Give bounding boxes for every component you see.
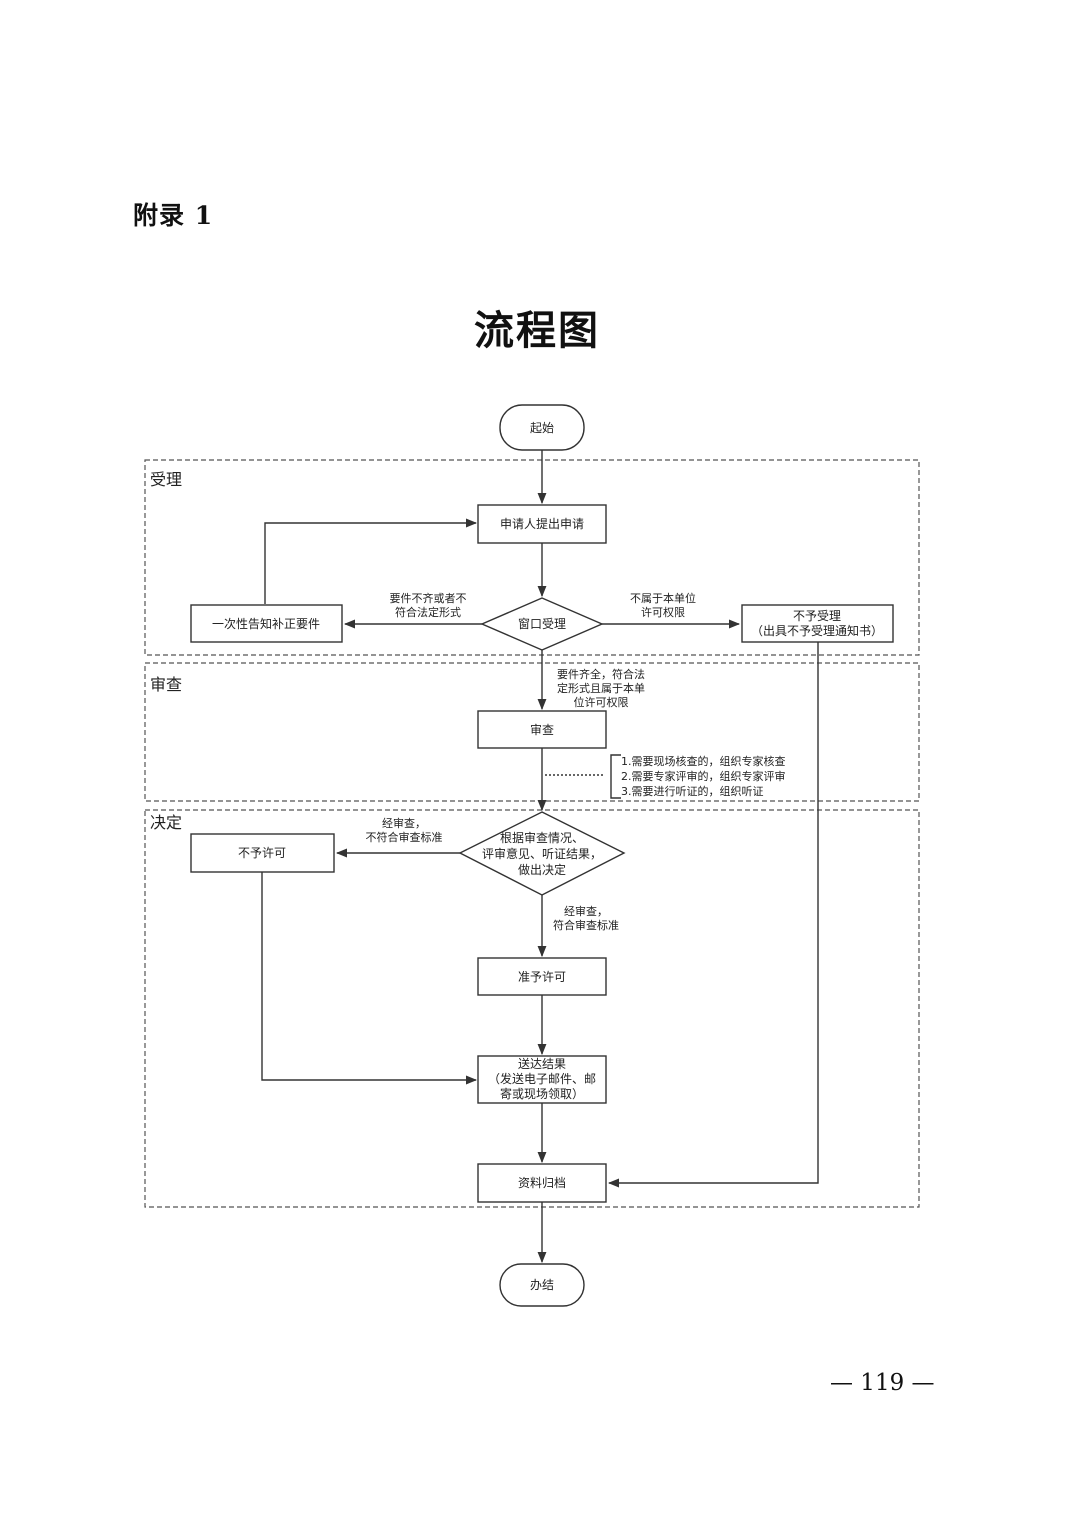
fail-label-2: 不符合审查标准 <box>366 830 443 844</box>
appendix-label: 附录 1 <box>133 201 214 230</box>
archive-label: 资料归档 <box>518 1176 566 1190</box>
end-label: 办结 <box>530 1277 554 1292</box>
window-label: 窗口受理 <box>518 617 566 631</box>
note-item: 3.需要进行听证的，组织听证 <box>621 784 764 798</box>
start-terminal <box>499 404 585 451</box>
lane-accept: 受理 <box>144 459 920 656</box>
lane-accept-label: 受理 <box>150 470 182 489</box>
incomplete-label-1: 要件不齐或者不 <box>390 591 467 605</box>
fail-label-1: 经审查， <box>382 816 426 830</box>
lane-review: 审查 <box>144 662 920 802</box>
deny-box <box>190 833 335 873</box>
note-item: 1.需要现场核查的，组织专家核查 <box>621 754 786 768</box>
edge-reject-archive <box>607 642 819 1188</box>
reject-accept-label-1: 不予受理 <box>793 609 841 623</box>
outside-label-1: 不属于本单位 <box>630 591 696 605</box>
archive-box <box>477 1163 607 1203</box>
page-title: 流程图 <box>474 307 600 354</box>
start-label: 起始 <box>530 421 554 435</box>
edge-notify-apply <box>264 518 478 604</box>
decide-label-1: 根据审查情况、 <box>500 830 584 845</box>
edge-deny-deliver <box>261 872 478 1085</box>
complete-label-2: 定形式且属于本单 <box>557 681 645 695</box>
note-bracket <box>610 754 621 799</box>
pass-label-2: 符合审查标准 <box>553 918 619 932</box>
deny-label: 不予许可 <box>238 846 286 860</box>
review-box <box>477 710 607 749</box>
pass-label-1: 经审查， <box>564 904 608 918</box>
notify-box <box>190 604 343 643</box>
grant-label: 准予许可 <box>518 970 566 984</box>
reject-accept-label-2: （出具不予受理通知书） <box>751 624 883 638</box>
incomplete-label-2: 符合法定形式 <box>395 605 461 619</box>
page-number: — 119 — <box>830 1370 935 1396</box>
outside-label-2: 许可权限 <box>641 606 685 619</box>
lane-decide-label: 决定 <box>150 813 182 832</box>
decide-diamond <box>458 811 626 896</box>
review-label: 审查 <box>530 722 554 737</box>
connectors <box>261 450 819 1264</box>
decide-label-2: 评审意见、听证结果， <box>482 846 602 861</box>
end-terminal <box>499 1263 585 1307</box>
lane-decide: 决定 <box>144 809 920 1208</box>
note-item: 2.需要专家评审的，组织专家评审 <box>621 769 786 783</box>
complete-label-3: 位许可权限 <box>574 695 629 709</box>
deliver-box <box>477 1055 607 1104</box>
notify-label: 一次性告知补正要件 <box>212 617 320 631</box>
deliver-label-3: 寄或现场领取） <box>500 1086 584 1101</box>
window-diamond <box>480 597 604 651</box>
apply-label: 申请人提出申请 <box>500 516 584 531</box>
grant-box <box>477 957 607 996</box>
decide-label-3: 做出决定 <box>518 862 566 877</box>
lane-review-label: 审查 <box>150 675 182 694</box>
complete-label-1: 要件齐全，符合法 <box>557 667 645 681</box>
reject-accept-box <box>741 604 894 643</box>
deliver-label-2: （发送电子邮件、邮 <box>488 1071 596 1086</box>
apply-box <box>477 504 607 544</box>
deliver-label-1: 送达结果 <box>518 1056 566 1071</box>
